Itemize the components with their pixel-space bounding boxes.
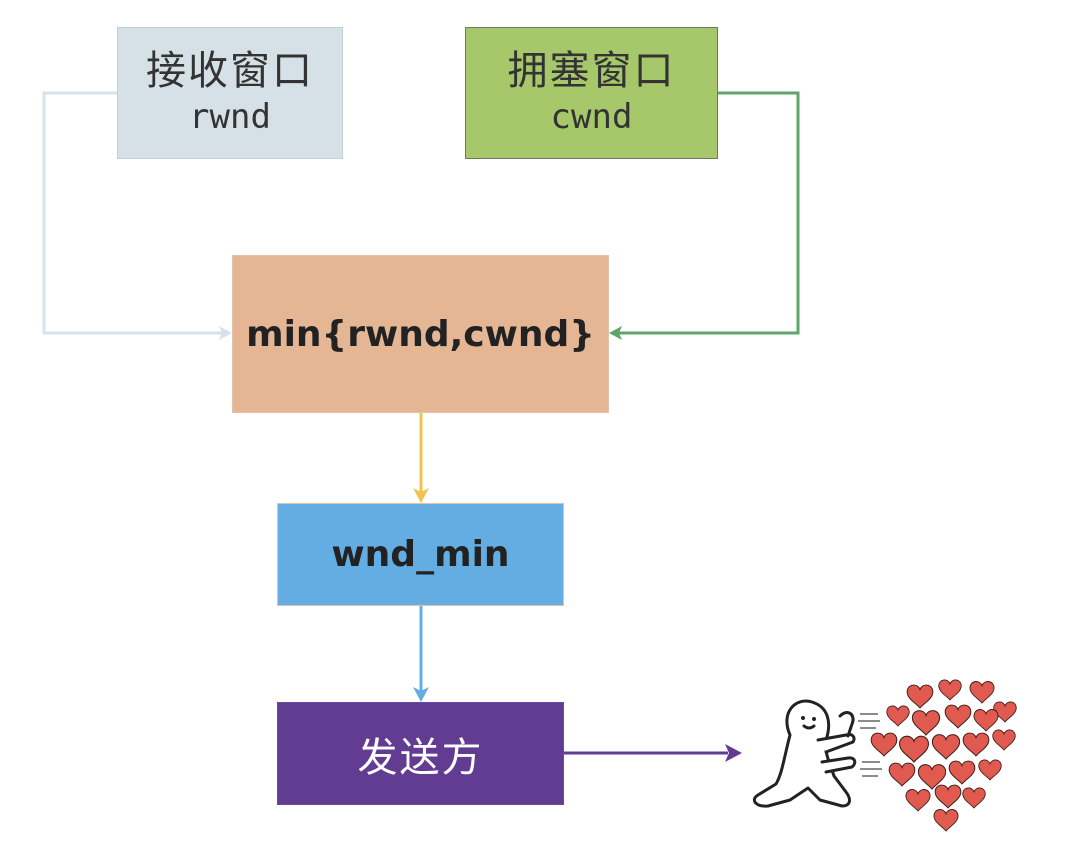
receive-window-title: 接收窗口 — [146, 48, 314, 94]
sender-to-illustration-arrowhead — [725, 744, 742, 762]
hearts-cluster — [870, 679, 1017, 832]
min-node-label: min{rwnd,cwnd} — [246, 313, 595, 355]
character-figure — [752, 699, 857, 808]
congestion-window-node: 拥塞窗口 cwnd — [465, 27, 718, 159]
congestion-window-title: 拥塞窗口 — [507, 48, 676, 94]
cwnd-to-min-arrowhead — [609, 326, 622, 340]
wnd-min-node-label: wnd_min — [331, 534, 510, 575]
motion-lines — [858, 713, 882, 777]
receive-window-node: 接收窗口 rwnd — [117, 27, 343, 159]
sender-node: 发送方 — [277, 702, 564, 805]
sender-node-label: 发送方 — [357, 734, 484, 781]
wnd-min-node: wnd_min — [277, 503, 564, 606]
cwnd-to-min-connector — [619, 91, 800, 335]
min-to-wndmin-arrowhead — [413, 488, 429, 503]
receive-window-subtitle: rwnd — [189, 97, 271, 137]
min-node: min{rwnd,cwnd} — [232, 255, 609, 413]
wndmin-to-sender-arrowhead — [413, 687, 429, 702]
rwnd-to-min-connector — [42, 91, 222, 335]
rwnd-to-min-arrowhead — [219, 326, 232, 340]
congestion-window-subtitle: cwnd — [550, 97, 633, 137]
